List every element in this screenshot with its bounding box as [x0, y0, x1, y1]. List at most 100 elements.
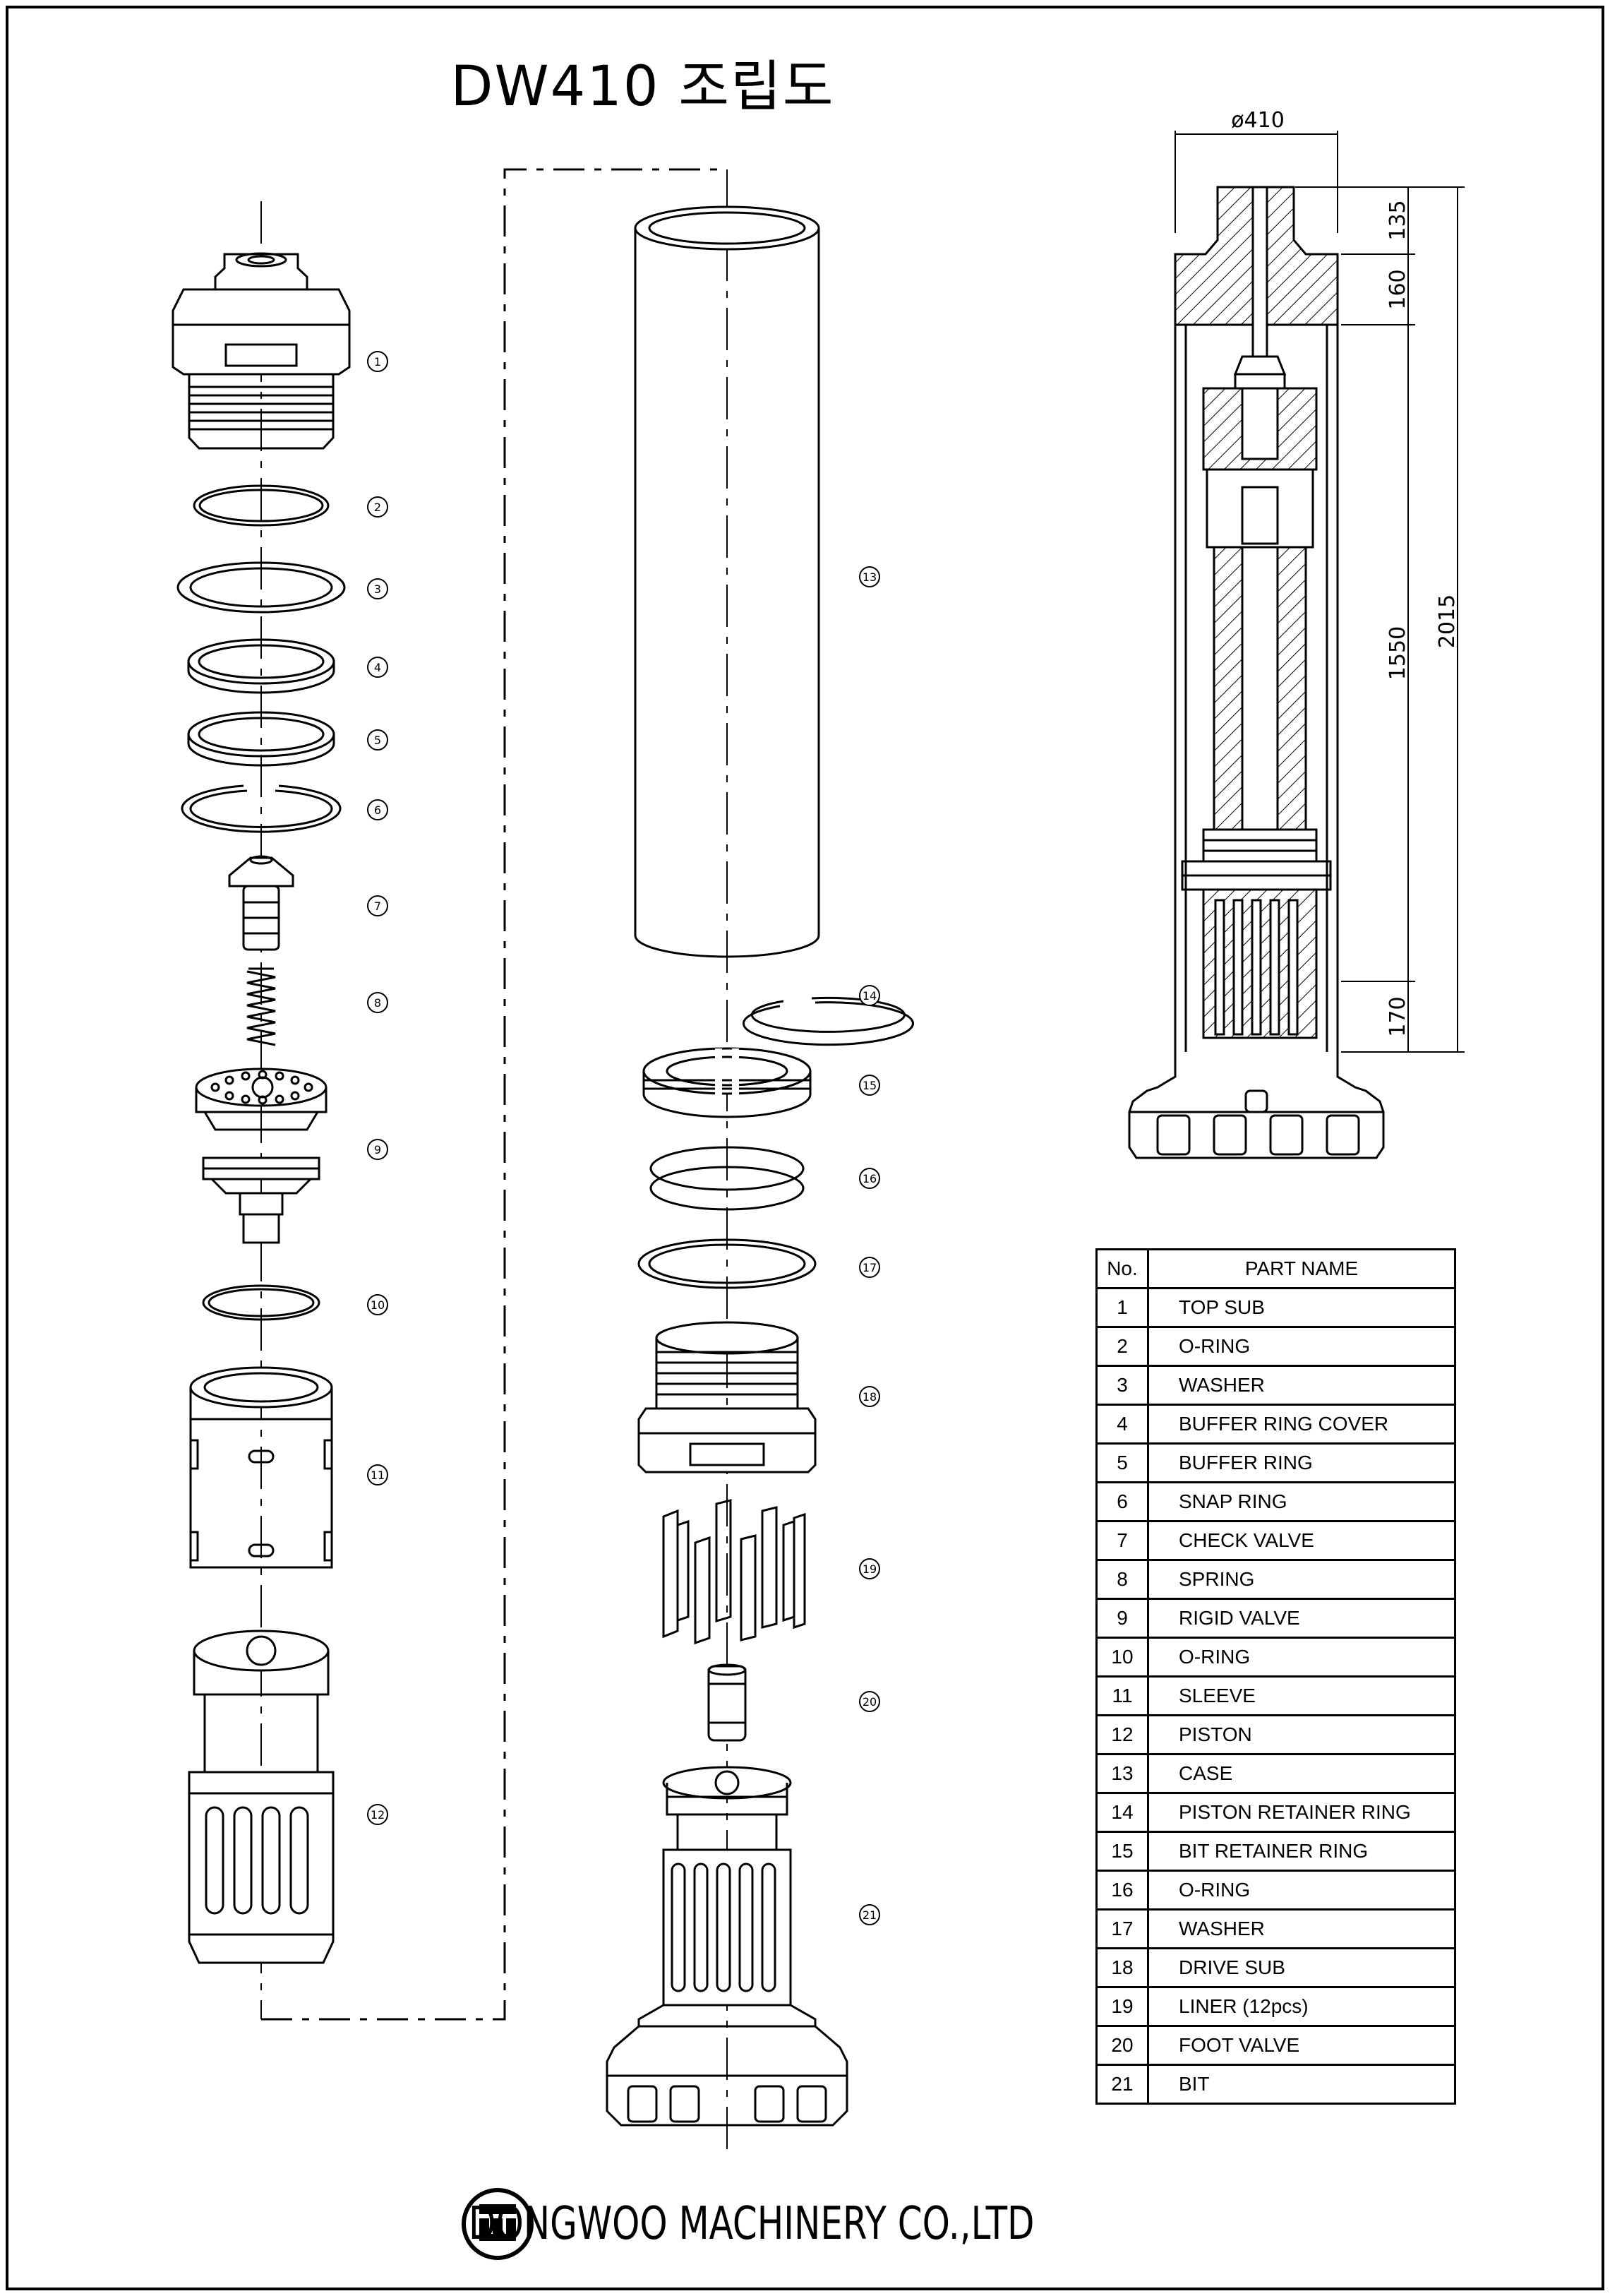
part-name: O-RING: [1147, 1326, 1456, 1367]
piston-part: [188, 1630, 335, 1964]
callout-label: 17: [863, 1261, 877, 1274]
callout-bubble: [859, 566, 880, 587]
header-part-name: PART NAME: [1147, 1248, 1456, 1289]
part-name: SLEEVE: [1147, 1675, 1456, 1716]
buffer-ring-part: [187, 711, 335, 767]
footer: DONGWOO MACHINERY CO.,LTD: [459, 2178, 1194, 2270]
part-name: PISTON RETAINER RING: [1147, 1792, 1456, 1833]
part-name: BIT: [1147, 2064, 1456, 2105]
dimension-2015: 2015: [1435, 594, 1460, 648]
part-name: CASE: [1147, 1753, 1456, 1794]
part-name: BIT RETAINER RING: [1147, 1831, 1456, 1872]
callout-bubble: [367, 729, 388, 751]
callout-label: 7: [374, 899, 381, 913]
company-name: DONGWOO MACHINERY CO.,LTD: [469, 2198, 1035, 2250]
part-number: 9: [1095, 1598, 1149, 1639]
callout-label: 5: [374, 734, 381, 747]
callout-bubble: [859, 1691, 880, 1712]
callout-label: 8: [374, 996, 381, 1010]
callout-bubble: [859, 1257, 880, 1278]
callout-label: 20: [863, 1695, 877, 1709]
part-number: 11: [1095, 1675, 1149, 1716]
part-number: 5: [1095, 1442, 1149, 1483]
dimension-diameter: ø410: [1231, 108, 1285, 133]
part-number: 21: [1095, 2064, 1149, 2105]
dimension-170: 170: [1386, 996, 1410, 1036]
callout-label: 1: [374, 355, 381, 369]
sheet-border: [6, 6, 1604, 2290]
callout-label: 10: [371, 1298, 385, 1312]
part-name: SPRING: [1147, 1559, 1456, 1600]
part-name: DRIVE SUB: [1147, 1947, 1456, 1988]
foot-valve-part: [707, 1663, 747, 1742]
part-number: 13: [1095, 1753, 1149, 1794]
spring-part: [246, 967, 276, 1046]
part-name: WASHER: [1147, 1908, 1456, 1949]
callout-label: 4: [374, 661, 381, 674]
callout-bubble: [367, 657, 388, 678]
callout-bubble: [367, 1294, 388, 1315]
o-ring-part-10: [202, 1284, 320, 1321]
part-number: 2: [1095, 1326, 1149, 1367]
callout-label: 19: [863, 1562, 877, 1576]
callout-bubble: [367, 578, 388, 599]
callout-label: 15: [863, 1079, 877, 1092]
part-number: 19: [1095, 1986, 1149, 2027]
company-logo: [462, 2188, 534, 2260]
part-name: FOOT VALVE: [1147, 2025, 1456, 2066]
part-number: 10: [1095, 1637, 1149, 1678]
callout-label: 3: [374, 582, 381, 596]
bit-part: [606, 1766, 848, 2127]
dimension-135: 135: [1386, 200, 1410, 240]
buffer-ring-cover-part: [187, 638, 335, 694]
part-number: 15: [1095, 1831, 1149, 1872]
parts-table-header: No. PART NAME: [1095, 1248, 1456, 1289]
bit-retainer-ring-part: [642, 1047, 812, 1118]
callout-bubble: [367, 895, 388, 916]
drawing-title-text: DW410 조립도: [450, 55, 835, 119]
liner-part: [662, 1499, 806, 1645]
callout-bubble: [859, 985, 880, 1006]
snap-ring-part-6: [181, 784, 342, 833]
part-name: BUFFER RING COVER: [1147, 1404, 1456, 1445]
header-no: No.: [1095, 1248, 1149, 1289]
part-name: O-RING: [1147, 1637, 1456, 1678]
dimension-1550: 1550: [1386, 626, 1410, 680]
part-number: 12: [1095, 1714, 1149, 1755]
o-ring-part-2: [193, 484, 330, 527]
callout-bubble: [859, 1168, 880, 1189]
part-number: 8: [1095, 1559, 1149, 1600]
callout-bubble: [859, 1904, 880, 1925]
rigid-valve-part: [195, 1068, 328, 1244]
part-number: 4: [1095, 1404, 1149, 1445]
callout-label: 14: [863, 989, 877, 1003]
callout-label: 6: [374, 803, 381, 817]
part-number: 14: [1095, 1792, 1149, 1833]
part-number: 6: [1095, 1481, 1149, 1522]
washer-part-3: [176, 561, 346, 614]
part-name: WASHER: [1147, 1365, 1456, 1406]
part-name: CHECK VALVE: [1147, 1520, 1456, 1561]
section-drawing: [1128, 186, 1385, 1159]
part-name: O-RING: [1147, 1870, 1456, 1911]
part-name: BUFFER RING: [1147, 1442, 1456, 1483]
part-number: 1: [1095, 1287, 1149, 1328]
piston-retainer-ring-part: [742, 996, 914, 1046]
